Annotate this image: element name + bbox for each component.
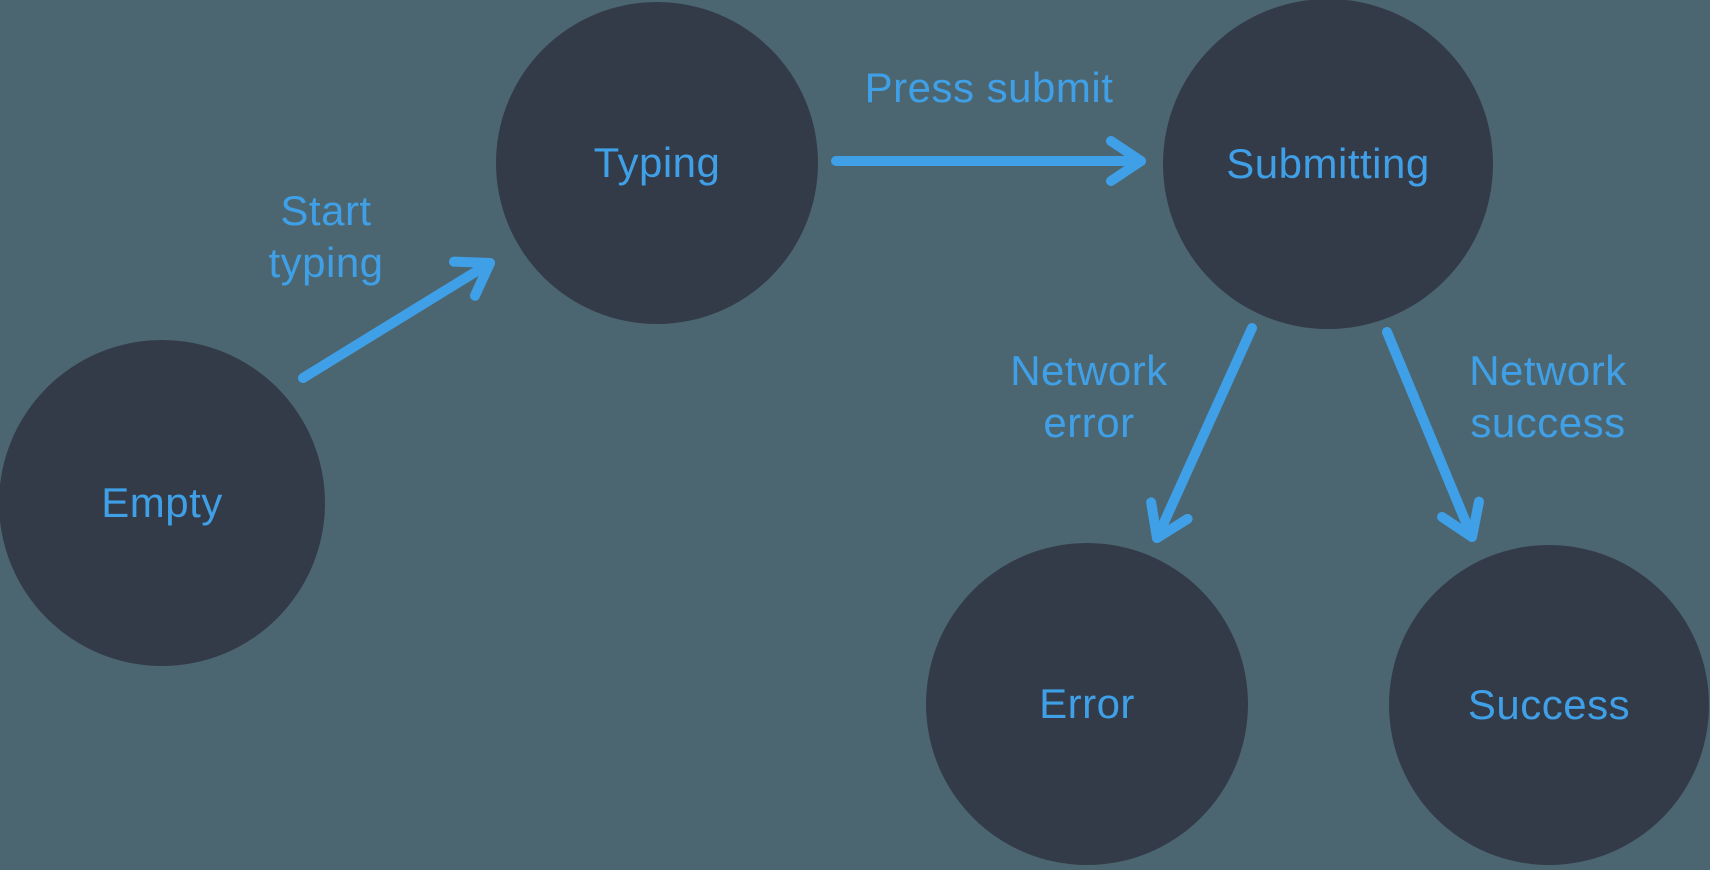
state-node-success: Success bbox=[1389, 545, 1709, 865]
transition-label-line: Network bbox=[1469, 347, 1627, 394]
state-node-typing: Typing bbox=[496, 2, 818, 324]
state-label-error: Error bbox=[1039, 680, 1135, 727]
transition-label-line: Network bbox=[1010, 347, 1168, 394]
transition-label-network-success: Network success bbox=[1469, 345, 1627, 449]
state-label-empty: Empty bbox=[101, 479, 223, 526]
transition-arrow-network-error bbox=[1146, 323, 1257, 543]
state-node-error: Error bbox=[926, 543, 1248, 865]
state-label-typing: Typing bbox=[593, 139, 721, 186]
transition-label-line: Start bbox=[280, 187, 372, 234]
transition-label-line: Press submit bbox=[864, 64, 1114, 111]
state-node-submitting: Submitting bbox=[1163, 0, 1493, 329]
transition-label-network-error: Network error bbox=[1010, 345, 1168, 449]
transition-arrow-network-success bbox=[1382, 327, 1484, 542]
transition-label-press-submit: Press submit bbox=[865, 62, 1114, 114]
state-node-empty: Empty bbox=[0, 340, 325, 666]
transition-label-line: success bbox=[1470, 399, 1626, 446]
state-label-success: Success bbox=[1467, 681, 1631, 728]
transition-label-start-typing: Start typing bbox=[268, 185, 383, 289]
state-label-submitting: Submitting bbox=[1226, 140, 1430, 187]
transition-label-line: typing bbox=[268, 239, 384, 286]
transition-label-line: error bbox=[1043, 399, 1135, 446]
